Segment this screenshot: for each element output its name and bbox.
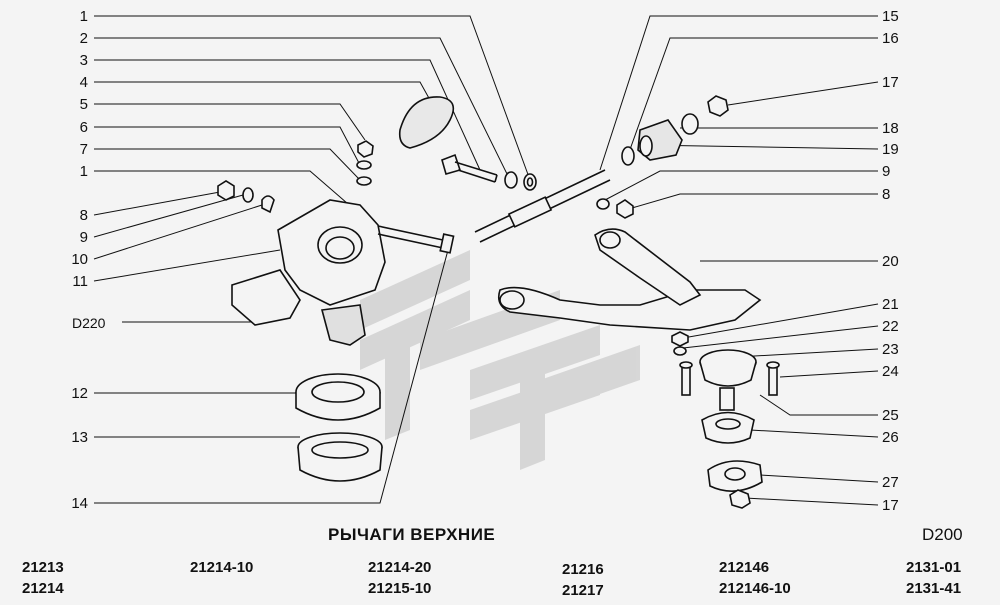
model-code: 21214 <box>22 580 64 597</box>
model-code: 2131-41 <box>906 580 962 597</box>
nut-17-top <box>707 95 729 117</box>
callout-1b: 1 <box>79 163 88 180</box>
upper-arm-20 <box>497 228 762 331</box>
washer-18 <box>681 113 699 135</box>
washer-7 <box>356 176 372 186</box>
callout-17-bottom: 17 <box>882 497 899 514</box>
callout-22: 22 <box>882 318 899 335</box>
leader-lines <box>93 15 879 506</box>
callout-14: 14 <box>71 495 88 512</box>
washer-6 <box>356 160 372 170</box>
nut-5 <box>357 140 374 158</box>
page-code: D200 <box>922 525 963 544</box>
callout-6: 6 <box>79 119 88 136</box>
callout-16: 16 <box>882 30 899 47</box>
callout-2: 2 <box>79 30 88 47</box>
washer-9-right <box>596 198 610 210</box>
callout-d220: D220 <box>72 315 106 331</box>
nut-8-right <box>616 199 634 219</box>
callout-24: 24 <box>882 363 899 380</box>
bolt-24 <box>766 361 780 396</box>
model-code: 21217 <box>562 582 604 599</box>
bush-16 <box>637 119 683 161</box>
bolt-3 <box>441 153 498 183</box>
callout-8-right: 8 <box>882 186 891 203</box>
model-code: 212146 <box>719 559 770 576</box>
insulator-13 <box>297 432 383 482</box>
bump-stop <box>398 96 455 149</box>
shaft-15 <box>474 169 611 243</box>
callout-9-right: 9 <box>882 163 891 180</box>
bolt-14 <box>377 225 455 254</box>
callout-19: 19 <box>882 141 899 158</box>
model-code: 212146-10 <box>719 580 791 597</box>
parts <box>217 95 780 509</box>
callout-5: 5 <box>79 96 88 113</box>
ball-joint-25 <box>699 349 757 411</box>
model-code: 21214-20 <box>368 559 432 576</box>
callout-11: 11 <box>72 273 88 290</box>
callout-9: 9 <box>79 229 88 246</box>
callout-26: 26 <box>882 429 899 446</box>
callout-10: 10 <box>71 251 88 268</box>
callout-13: 13 <box>71 429 88 446</box>
washer-9 <box>242 187 254 203</box>
bracket-body <box>231 199 386 346</box>
callout-7: 7 <box>79 141 88 158</box>
callout-23: 23 <box>882 341 899 358</box>
model-code: 21216 <box>562 561 604 578</box>
boot-26 <box>701 411 755 444</box>
washer-22 <box>673 346 687 356</box>
nut-17-bottom <box>729 489 751 509</box>
nut-8 <box>217 180 235 201</box>
washer-19 <box>621 146 635 166</box>
callout-17: 17 <box>882 74 899 91</box>
callout-3: 3 <box>79 52 88 69</box>
callout-12: 12 <box>71 385 88 402</box>
callout-21: 21 <box>882 296 899 313</box>
callout-4: 4 <box>79 74 88 91</box>
watermark-logo <box>360 250 640 470</box>
model-code: 21214-10 <box>190 559 254 576</box>
callout-20: 20 <box>882 253 899 270</box>
model-code: 21213 <box>22 559 64 576</box>
model-code: 21215-10 <box>368 580 432 597</box>
nut-21 <box>671 331 689 347</box>
callout-18: 18 <box>882 120 899 137</box>
diagram-title: РЫЧАГИ ВЕРХНИЕ <box>328 525 496 544</box>
lock-plate-10 <box>261 195 275 214</box>
callout-27: 27 <box>882 474 899 491</box>
callout-25: 25 <box>882 407 899 424</box>
callout-8: 8 <box>79 207 88 224</box>
plate-27 <box>707 460 763 492</box>
callout-1: 1 <box>79 8 88 25</box>
spring-cup-12 <box>295 373 381 421</box>
callout-15: 15 <box>882 8 899 25</box>
model-code: 2131-01 <box>906 559 962 576</box>
washer-2 <box>504 171 518 189</box>
bolt-23 <box>679 361 693 396</box>
